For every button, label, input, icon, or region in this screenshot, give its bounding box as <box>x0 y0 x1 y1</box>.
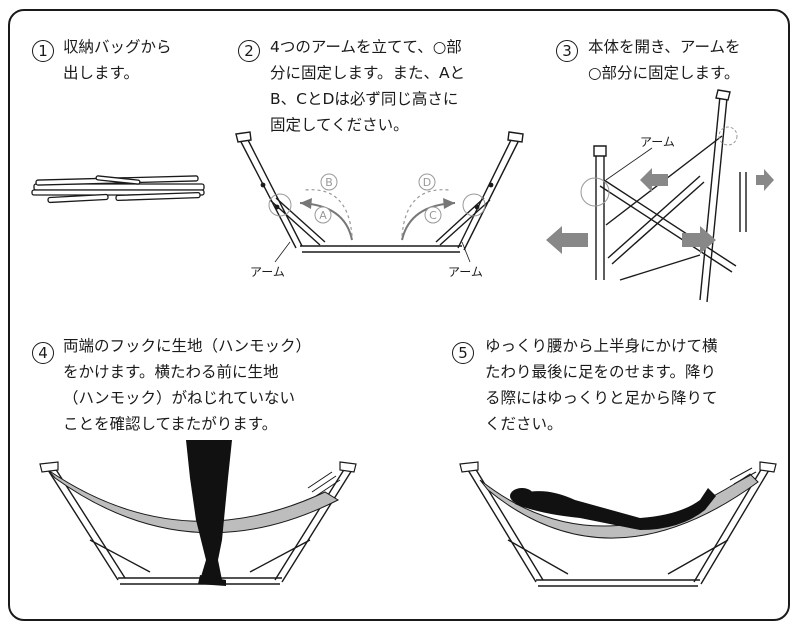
label-b: B <box>325 176 333 189</box>
arm-label: アーム <box>640 135 675 149</box>
step-text: 両端のフックに生地（ハンモック） をかけます。横たわる前に生地 （ハンモック）が… <box>63 337 312 433</box>
label-c: C <box>429 209 437 222</box>
instruction-frame <box>8 9 790 621</box>
label-a: A <box>319 209 327 222</box>
label-d: D <box>423 176 431 189</box>
step-text: 収納バッグから 出します。 <box>63 38 172 82</box>
step-number: 2 <box>238 40 260 62</box>
step-number: 3 <box>556 40 578 62</box>
step-text: 4つのアームを立てて、○部 分に固定します。また、Aと B、CとDは必ず同じ高さ… <box>270 38 466 134</box>
step-number: 4 <box>32 342 54 364</box>
arm-label-left: アーム <box>250 265 285 279</box>
step-text: ゆっくり腰から上半身にかけて横 たわり最後に足をのせます。降り る際にはゆっくり… <box>485 337 718 433</box>
step-text: 本体を開き、アームを ○部分に固定します。 <box>588 38 741 82</box>
step-number: 1 <box>32 40 54 62</box>
step-number: 5 <box>452 342 474 364</box>
arm-label-right: アーム <box>448 265 483 279</box>
